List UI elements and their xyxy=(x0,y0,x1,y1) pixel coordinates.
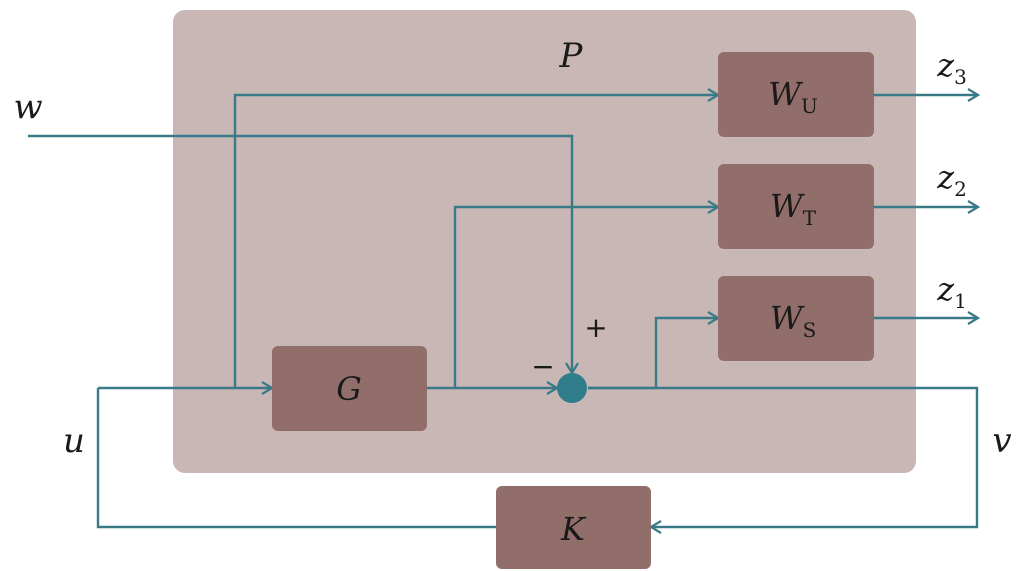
block-g-label: G xyxy=(336,370,362,408)
block-g-rect xyxy=(272,346,427,431)
block-wu-subscript: U xyxy=(801,94,818,118)
wire-u-to-wu xyxy=(233,95,718,388)
wire-g-to-wt xyxy=(453,207,718,388)
signal-z1-label: z1 xyxy=(936,270,967,313)
signal-z3-main: z xyxy=(936,46,955,84)
block-wt-subscript: T xyxy=(803,206,817,230)
signal-w-label: w xyxy=(13,87,42,127)
signal-z1-main: z xyxy=(936,270,955,308)
block-wu-rect xyxy=(718,52,874,137)
signal-z1-subscript: 1 xyxy=(954,289,967,313)
summing-junction xyxy=(557,373,587,403)
wire-v-to-k xyxy=(588,386,979,527)
block-ws-label: WS xyxy=(770,299,817,342)
signal-z3-label: z3 xyxy=(936,46,967,89)
block-wt: WT xyxy=(718,164,874,249)
block-ws-subscript: S xyxy=(803,318,817,342)
signal-z3-subscript: 3 xyxy=(954,65,967,89)
summing-plus-sign: + xyxy=(584,311,607,344)
block-ws: WS xyxy=(718,276,874,361)
signal-u-label: u xyxy=(63,421,85,461)
signal-z2-label: z2 xyxy=(936,158,967,201)
signal-wires xyxy=(28,95,978,527)
block-k-rect xyxy=(496,486,651,569)
block-wt-label: WT xyxy=(770,187,817,230)
block-wt-rect xyxy=(718,164,874,249)
plant-label: P xyxy=(559,36,584,76)
block-k: K xyxy=(496,486,651,569)
signal-z2-subscript: 2 xyxy=(954,177,967,201)
signal-v-label: v xyxy=(992,421,1011,461)
wire-w-to-summing xyxy=(28,134,572,373)
block-wu-main: W xyxy=(768,75,804,113)
block-wu: WU xyxy=(718,52,874,137)
block-ws-rect xyxy=(718,276,874,361)
summing-minus-sign: − xyxy=(531,350,554,383)
block-wt-main: W xyxy=(770,187,806,225)
block-g: G xyxy=(272,346,427,431)
block-wu-label: WU xyxy=(768,75,818,118)
signal-z2-main: z xyxy=(936,158,955,196)
wire-k-to-u xyxy=(96,388,496,529)
block-ws-main: W xyxy=(770,299,806,337)
block-k-label: K xyxy=(560,510,587,548)
